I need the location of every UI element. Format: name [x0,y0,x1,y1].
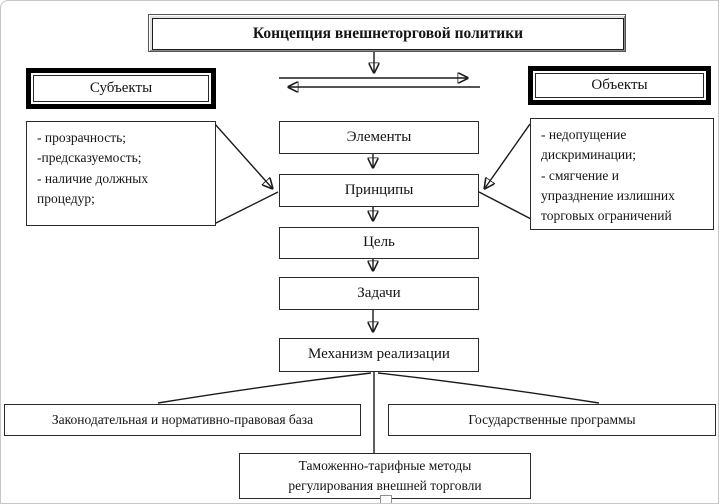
right-note-callout-bottom [478,191,532,220]
bottom-box-legal-base: Законодательная и нормативно-правовая ба… [4,404,361,436]
mechanism-label: Механизм реализации [308,346,450,363]
mechanism-to-legal-line [157,372,372,404]
flow-box-principles: Принципы [279,174,479,207]
legal-base-label: Законодательная и нормативно-правовая ба… [51,412,314,428]
right-note-box: - недопущение дискриминации; - смягчение… [530,118,714,230]
goal-label: Цель [363,234,395,251]
tasks-label: Задачи [357,284,401,301]
title-box: Концепция внешнеторговой политики [148,14,626,52]
subjects-box: Субъекты [26,68,216,109]
customs-methods-label: Таможенно-тарифные методы регулирования … [288,458,482,493]
principles-label: Принципы [344,181,414,198]
right-note-callout-top [485,123,531,188]
objects-box: Объекты [528,66,711,105]
left-note-callout-top [213,122,272,188]
flow-box-elements: Элементы [279,121,479,154]
flow-box-goal: Цель [279,227,479,259]
subjects-label: Субъекты [89,79,153,96]
state-programs-label: Государственные программы [468,412,636,428]
flow-box-tasks: Задачи [279,277,479,310]
resize-handle [380,495,392,503]
page-title: Концепция внешнеторговой политики [152,18,624,50]
left-note-box: - прозрачность; -предсказуемость; - нали… [26,121,216,226]
objects-label: Объекты [591,76,648,93]
mechanism-to-programs-line [377,372,600,404]
bottom-box-state-programs: Государственные программы [388,404,716,436]
bottom-box-customs-methods: Таможенно-тарифные методы регулирования … [239,453,531,499]
left-note-callout-bottom [213,191,279,225]
flow-box-mechanism: Механизм реализации [279,338,479,372]
elements-label: Элементы [346,128,412,145]
